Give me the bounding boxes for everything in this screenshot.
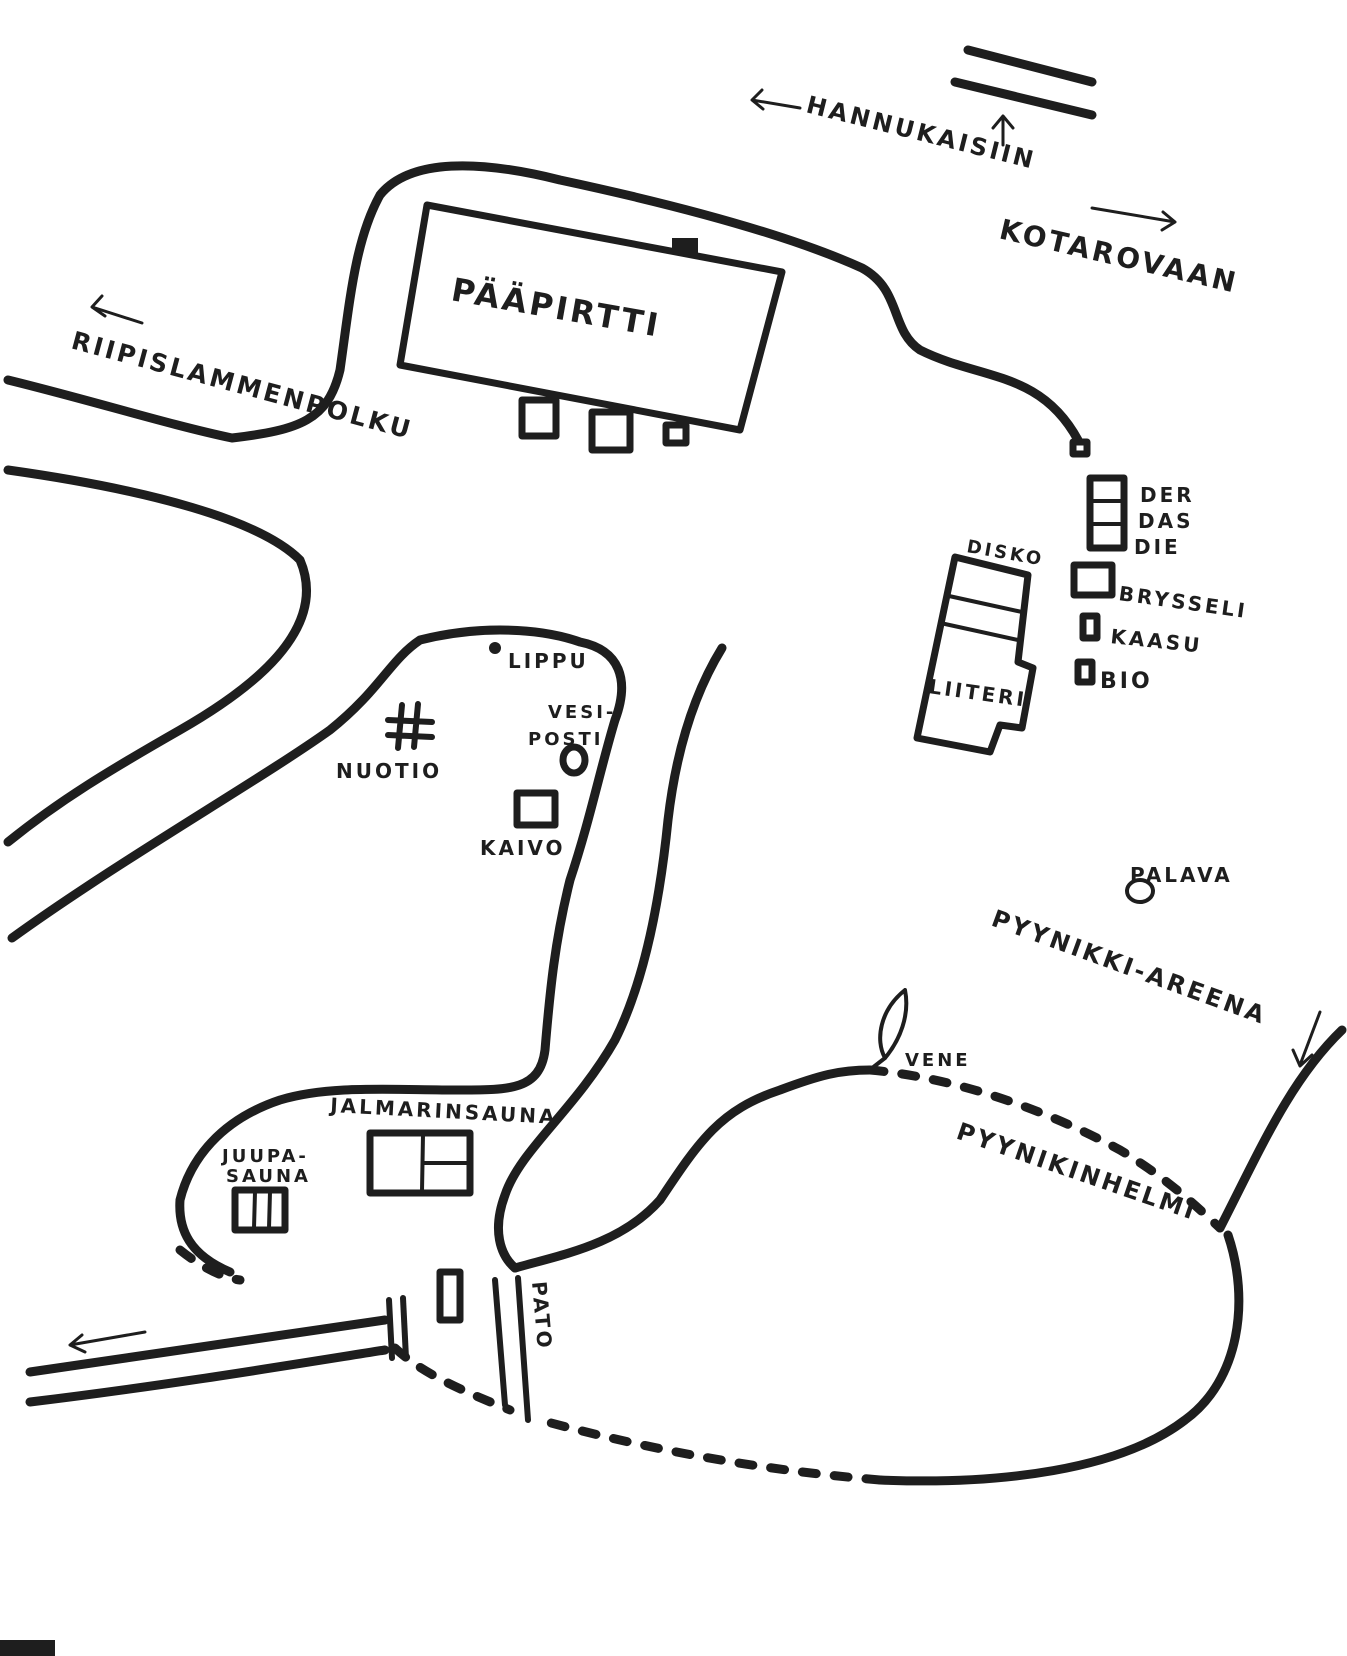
label-vene: VENE	[905, 1050, 971, 1071]
label-pyynikki-areena: PYYNIKKI-AREENA	[988, 904, 1271, 1030]
label-brysseli: BRYSSELI	[1117, 581, 1249, 623]
label-palava: PALAVA	[1130, 863, 1233, 887]
lake-shore-dashed-north	[865, 1065, 1225, 1233]
water-post-icon	[559, 743, 589, 777]
label-riipislammenpolku: RIIPISLAMMENPOLKU	[68, 326, 416, 445]
building-kaasu	[1079, 612, 1101, 642]
paapirtti-step-3	[662, 421, 690, 447]
campfire-nuotio-icon	[385, 701, 435, 751]
flagpole-lippu	[489, 642, 501, 654]
juupasauna-divider-2	[267, 1190, 272, 1230]
juupasauna-divider-1	[252, 1190, 257, 1230]
road-upper-loop	[3, 161, 1083, 445]
dashed-juupasauna-path	[175, 1245, 245, 1285]
lake-shore	[510, 1065, 875, 1273]
building-disko-liiteri	[913, 553, 1037, 756]
arrow-left-icon-hannukaisiin	[750, 88, 802, 111]
dam-bar-2	[515, 1275, 531, 1423]
arrow-right-icon-kotarovaan	[1090, 206, 1177, 232]
label-juupa: JUUPA-	[220, 1146, 309, 1167]
paapirtti-step-2	[588, 408, 634, 454]
label-kaasu: KAASU	[1109, 624, 1203, 657]
building-brysseli	[1070, 561, 1116, 599]
label-jalmarinsauna: JALMARINSAUNA	[328, 1093, 558, 1129]
label-posti: POSTI	[528, 729, 603, 750]
lake-shore-east-inner	[875, 1230, 1244, 1486]
palava-circle	[1125, 878, 1155, 904]
paapirtti-step-1	[518, 396, 560, 440]
dam-post-right	[400, 1295, 409, 1361]
dam-post-left	[386, 1297, 395, 1361]
road-top-right-line-1	[963, 45, 1097, 87]
road-left-curve	[3, 465, 311, 847]
lake-shore-dashed-south	[535, 1415, 885, 1485]
building-der-das-die	[1086, 474, 1128, 552]
dam-sluice	[436, 1268, 464, 1324]
label-pyynikinhelmi: PYYNIKINHELMI	[953, 1117, 1201, 1226]
dam-bar-1	[492, 1277, 508, 1408]
lake-shore-east	[1215, 1025, 1347, 1233]
label-kaivo: KAIVO	[480, 836, 566, 860]
building-paapirtti	[396, 201, 786, 434]
disko-divider-1	[947, 594, 1024, 614]
arrow-down-icon-river	[1291, 1010, 1322, 1068]
arrow-left-icon-riipislammenpolku	[90, 294, 144, 325]
small-shed-top	[1069, 438, 1091, 458]
building-juupasauna	[231, 1186, 289, 1234]
boat-vene-pier	[865, 1056, 887, 1074]
label-sauna: SAUNA	[226, 1166, 311, 1187]
label-vesi: VESI-	[548, 702, 616, 723]
building-bio	[1074, 658, 1096, 686]
label-die: DIE	[1134, 535, 1181, 559]
disko-divider-2	[943, 622, 1020, 642]
arrow-up-icon	[991, 114, 1015, 147]
label-bio: BIO	[1100, 669, 1153, 694]
boat-vene-icon	[878, 988, 909, 1060]
scan-edge	[0, 1640, 55, 1656]
label-lippu: LIPPU	[508, 649, 589, 673]
road-south-west-2	[25, 1345, 390, 1407]
well-kaivo	[513, 789, 559, 829]
road-inner-loop	[7, 625, 627, 1277]
label-das: DAS	[1138, 509, 1193, 533]
paapirtti-door	[672, 238, 698, 254]
label-kotarovaan: KOTAROVAAN	[996, 213, 1241, 300]
road-south-west-1	[25, 1315, 390, 1377]
road-central	[494, 643, 727, 1273]
arrow-left-icon-road-south	[68, 1330, 147, 1354]
label-der: DER	[1140, 483, 1195, 507]
label-pato: PATO	[527, 1280, 557, 1351]
road-top-right-line-2	[950, 77, 1097, 120]
label-nuotio: NUOTIO	[336, 759, 442, 783]
dam-left-dashed	[390, 1343, 515, 1415]
